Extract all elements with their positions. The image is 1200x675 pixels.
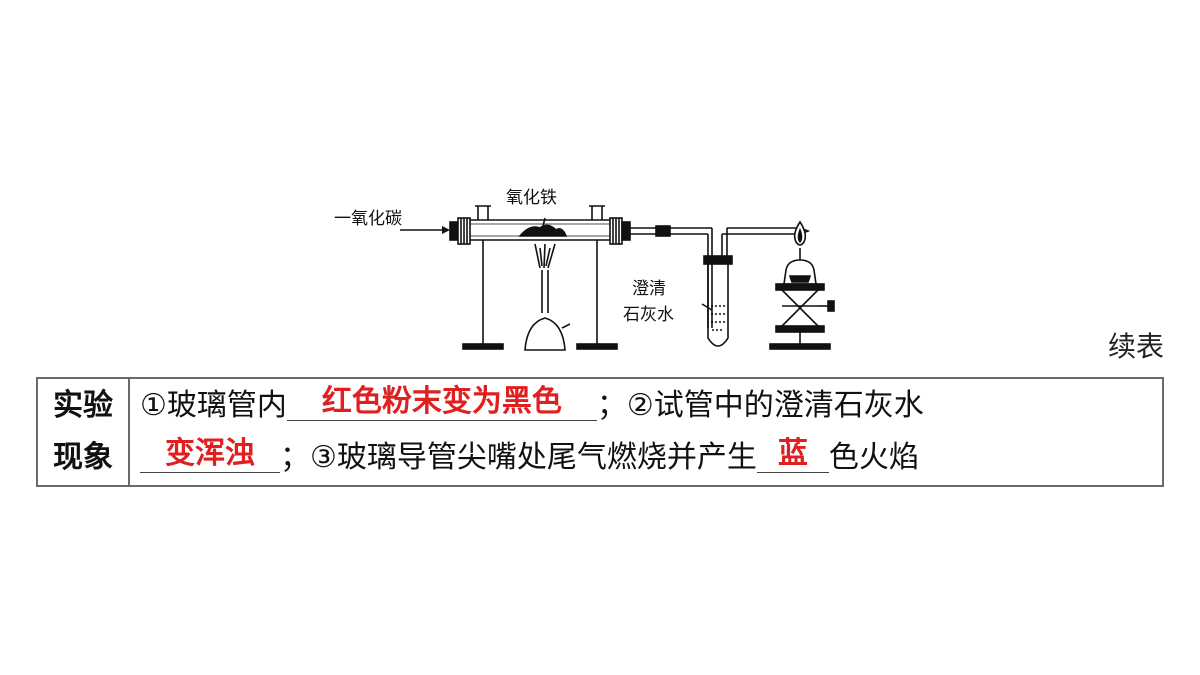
answer-turbid: 变浑浊: [165, 436, 255, 471]
experiment-apparatus-diagram: 一氧化碳 氧化铁 澄清 石灰水: [334, 188, 835, 351]
iron-stands: [462, 250, 618, 350]
label-limewater-line2: 石灰水: [623, 305, 674, 325]
text-tail-gas-burning: ；③玻璃导管尖嘴处尾气燃烧并产生: [280, 440, 757, 475]
header-line-phenomena: 现象: [53, 440, 113, 475]
blank-answer-3: 蓝: [756, 436, 829, 473]
delivery-tube: [630, 225, 811, 328]
experiment-phenomena-table: 实验 现象 ①玻璃管内红色粉末变为黑色 ；②试管中的澄清石灰水 变浑浊 ；③玻璃导管…: [36, 377, 1164, 487]
blank-answer-1: 红色粉末变为黑色: [286, 384, 597, 421]
text-test-tube-limewater: ；②试管中的澄清石灰水: [596, 388, 924, 423]
glass-tube: [470, 219, 610, 241]
tail-gas-burner: [769, 220, 835, 350]
label-limewater-line1: 澄清: [632, 279, 666, 299]
table-header-cell: 实验 现象: [38, 379, 130, 485]
content-line-2: 变浑浊 ；③玻璃导管尖嘴处尾气燃烧并产生蓝色火焰: [140, 432, 1162, 484]
label-iron-oxide: 氧化铁: [506, 188, 557, 208]
test-tube: [701, 255, 733, 347]
tube-clamps: [475, 205, 605, 250]
text-glass-tube: ①玻璃管内: [140, 388, 287, 423]
blank-answer-2: 变浑浊: [140, 436, 280, 473]
answer-red-powder-black: 红色粉末变为黑色: [321, 384, 562, 419]
content-line-1: ①玻璃管内红色粉末变为黑色 ；②试管中的澄清石灰水: [140, 380, 1162, 432]
text-flame-color: 色火焰: [828, 440, 919, 475]
co-inlet-arrow: [400, 226, 450, 234]
header-line-experiment: 实验: [53, 388, 113, 423]
right-stopper: [609, 217, 631, 245]
table-content-cell: ①玻璃管内红色粉末变为黑色 ；②试管中的澄清石灰水 变浑浊 ；③玻璃导管尖嘴处尾气燃…: [130, 379, 1162, 485]
label-carbon-monoxide: 一氧化碳: [334, 209, 402, 229]
continued-table-label: 续表: [1107, 330, 1164, 363]
left-stopper: [449, 217, 471, 245]
answer-blue: 蓝: [777, 436, 808, 471]
iron-oxide-powder: [518, 217, 568, 237]
spirit-lamp: [524, 243, 571, 351]
